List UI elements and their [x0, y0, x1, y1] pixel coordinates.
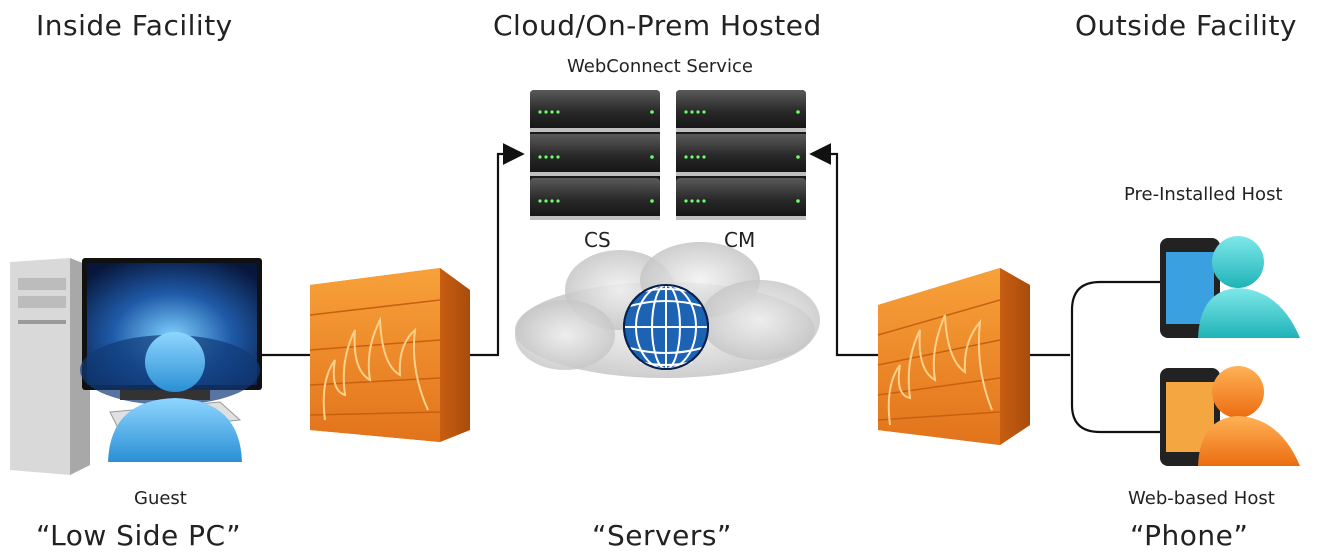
servers-label: “Servers”	[592, 519, 732, 552]
guest-label: Guest	[134, 488, 187, 509]
firewall-right-icon	[877, 268, 1030, 445]
guest-user-icon	[108, 332, 242, 462]
low-side-pc-label: “Low Side PC”	[36, 519, 242, 552]
cloud-icon	[515, 242, 820, 378]
pre-installed-host-label: Pre-Installed Host	[1124, 184, 1283, 205]
pre-installed-host-user-icon	[1198, 236, 1300, 338]
globe-icon	[623, 284, 709, 370]
inside-facility-heading: Inside Facility	[36, 9, 233, 42]
cloud-hosted-heading: Cloud/On-Prem Hosted	[493, 9, 822, 42]
pc-tower-icon	[10, 258, 90, 475]
web-based-host-label: Web-based Host	[1128, 488, 1275, 509]
firewall-left-icon	[309, 268, 470, 442]
phone-label: “Phone”	[1130, 519, 1249, 552]
cs-server-stack	[530, 90, 660, 220]
webconnect-service-label: WebConnect Service	[567, 56, 753, 77]
cm-server-label: CM	[724, 228, 756, 252]
cm-server-stack	[676, 90, 806, 220]
connector-lines	[262, 143, 1160, 434]
web-based-host-user-icon	[1198, 366, 1300, 466]
cs-server-label: CS	[584, 228, 611, 252]
outside-facility-heading: Outside Facility	[1075, 9, 1298, 42]
